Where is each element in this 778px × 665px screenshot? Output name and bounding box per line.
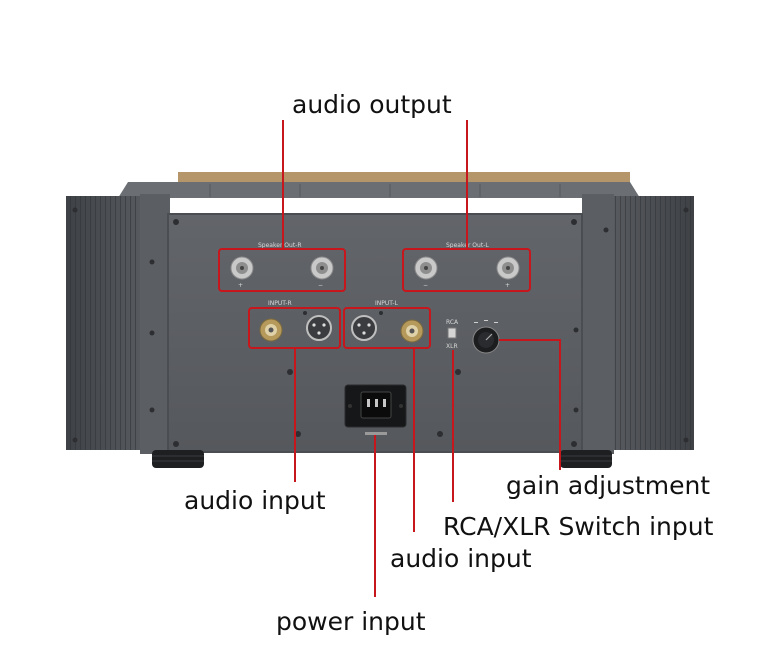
input-l-label: INPUT-L: [375, 300, 399, 307]
callout-audio-output: audio output: [292, 90, 452, 119]
rca-jack-left[interactable]: [400, 319, 424, 343]
rca-label: RCA: [446, 319, 459, 326]
speaker-l-minus-sign: −: [423, 282, 428, 289]
speaker-terminal-r-plus[interactable]: [310, 256, 334, 280]
speaker-r-minus-sign: −: [318, 282, 323, 289]
speaker-terminal-l-minus[interactable]: [414, 256, 438, 280]
speaker-terminal-r-minus[interactable]: [230, 256, 254, 280]
gain-knob[interactable]: [472, 326, 500, 354]
xlr-jack-right[interactable]: [306, 315, 332, 341]
power-inlet[interactable]: [344, 384, 407, 428]
rca-xlr-toggle[interactable]: [447, 327, 457, 339]
foot-right: [560, 450, 612, 468]
speaker-l-plus-sign: +: [505, 282, 510, 289]
rca-jack-right[interactable]: [259, 318, 283, 342]
speaker-terminal-l-plus[interactable]: [496, 256, 520, 280]
input-l-box: [343, 307, 431, 349]
callout-rca-xlr-switch: RCA/XLR Switch input: [443, 512, 714, 541]
xlr-jack-left[interactable]: [351, 315, 377, 341]
callout-audio-input-right: audio input: [184, 486, 326, 515]
callout-gain-adjustment: gain adjustment: [506, 471, 711, 500]
speaker-r-plus-sign: +: [238, 282, 243, 289]
callout-audio-input-left: audio input: [390, 544, 532, 573]
callout-power-input: power input: [276, 607, 426, 636]
xlr-label: XLR: [446, 343, 458, 350]
top-plate: [118, 182, 640, 198]
callout-line-gain: [499, 339, 561, 470]
input-r-label: INPUT-R: [268, 300, 292, 307]
speaker-out-r-label: Speaker Out-R: [258, 242, 302, 249]
foot-left: [152, 450, 204, 468]
